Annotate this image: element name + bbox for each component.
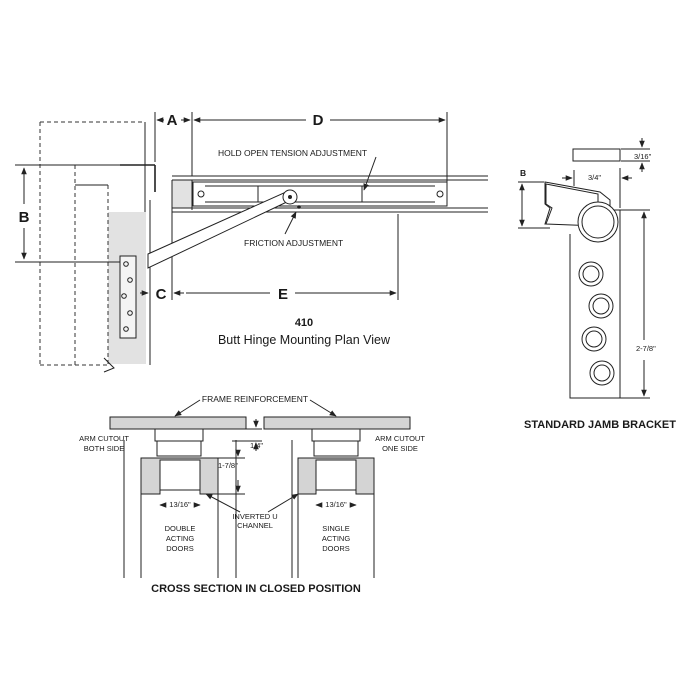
bracket-dim-2-7-8: 2-7/8" (636, 344, 656, 353)
arm-cutout-one-line2: ONE SIDE (382, 444, 418, 453)
double-acting-line2: ACTING (166, 534, 195, 543)
dimension-d-label: D (313, 112, 324, 129)
single-acting-line3: DOORS (322, 544, 350, 553)
inverted-u-line1: INVERTED U (232, 512, 277, 521)
frame-reinforcement-left (109, 416, 247, 430)
dimension-c-label: C (156, 286, 167, 303)
dimension-d (193, 112, 448, 182)
door-leaf (149, 180, 193, 365)
jamb-bracket-title: STANDARD JAMB BRACKET (524, 419, 676, 431)
double-acting-line1: DOUBLE (165, 524, 196, 533)
cross-section: FRAME REINFORCEMENT ARM CUTOUT BOTH SIDE… (79, 394, 425, 595)
butt-hinge-plate (119, 255, 137, 339)
friction-leader (284, 211, 297, 235)
jamb-bracket-top-plate (572, 148, 621, 162)
arm-cutout-both-line1: ARM CUTOUT (79, 434, 129, 443)
bracket-dim-3-16: 3/16" (634, 152, 652, 161)
dimension-b-label: B (19, 209, 30, 226)
plan-view: A D B C E HOLD (15, 112, 488, 373)
plan-view-caption: Butt Hinge Mounting Plan View (218, 333, 391, 347)
dimension-e (186, 214, 399, 300)
dim-13-16-left: 13/16" (169, 500, 191, 509)
dimension-a-label: A (167, 112, 178, 129)
single-acting-line1: SINGLE (322, 524, 350, 533)
closer-track (172, 175, 488, 213)
bracket-dim-3-4: 3/4" (588, 173, 601, 182)
dimension-b (15, 164, 120, 263)
bracket-dim-b: B (520, 168, 526, 178)
arm-cutout-one-line1: ARM CUTOUT (375, 434, 425, 443)
jamb-bracket-pivot (577, 201, 619, 243)
hold-open-label: HOLD OPEN TENSION ADJUSTMENT (218, 148, 367, 158)
frame-reinforcement-right (263, 416, 411, 430)
dim-1-7-8: 1-7/8" (218, 461, 238, 470)
door-frame-jamb (39, 121, 156, 373)
double-acting-line3: DOORS (166, 544, 194, 553)
closer-arm (147, 189, 301, 269)
jamb-bracket: 3/16" 3/4" B 2-7/8" STANDARD JAMB BRACKE… (518, 138, 676, 431)
dimension-e-label: E (278, 286, 288, 303)
dim-1-4: 1/4" (250, 441, 263, 450)
dimension-a (154, 112, 193, 176)
cross-section-title: CROSS SECTION IN CLOSED POSITION (151, 583, 361, 595)
single-acting-line2: ACTING (322, 534, 351, 543)
arm-cutout-both-line2: BOTH SIDE (84, 444, 124, 453)
hold-open-leader (363, 156, 377, 191)
friction-label: FRICTION ADJUSTMENT (244, 238, 343, 248)
dim-13-16-right: 13/16" (325, 500, 347, 509)
dimension-c (140, 280, 184, 300)
inverted-u-line2: CHANNEL (237, 521, 273, 530)
frame-reinforcement-label: FRAME REINFORCEMENT (202, 394, 308, 404)
model-number: 410 (295, 317, 313, 329)
